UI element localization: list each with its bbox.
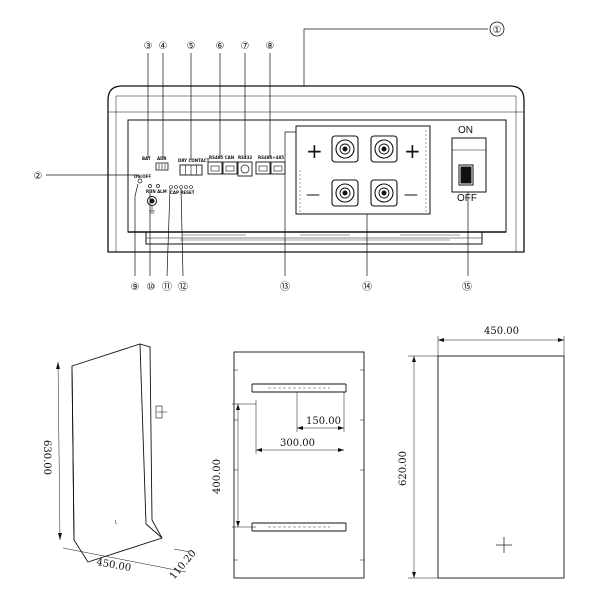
panel-labels: BAT ADR DRY CONTACT RS485 CAN RS232 RS48… [134, 155, 284, 195]
rs485-485-label: RS485+485 [258, 155, 284, 160]
callout-4: ④ [159, 41, 168, 52]
rs485-can-port-2-icon [222, 161, 238, 175]
back-bracket-view [232, 351, 365, 579]
negative-terminal-2 [370, 179, 398, 207]
rs485-can-label: RS485 CAN [209, 155, 234, 160]
minus-symbol-right: — [404, 187, 418, 203]
positive-terminal-1 [331, 135, 359, 163]
callout-5: ⑤ [187, 41, 196, 52]
svg-text:①: ① [493, 25, 502, 36]
breaker-on-label: ON [458, 125, 473, 136]
adr-dip-switch-icon [155, 162, 169, 171]
side-view [56, 343, 191, 573]
adr-label: ADR [157, 156, 167, 161]
power-terminal-panel [295, 125, 431, 215]
callout-2: ② [34, 171, 43, 182]
rs232-port-icon [237, 161, 253, 177]
bracket-small-dim: 150.00 [306, 416, 341, 427]
callout-14: ⑭ [362, 281, 372, 293]
battery-rear-view [107, 85, 525, 253]
callout-7: ⑦ [241, 41, 250, 52]
plus-symbol-right: + [404, 139, 421, 163]
bracket-vertical-dim: 400.00 [212, 459, 223, 494]
dry-contact-label: DRY CONTACT [178, 158, 210, 163]
on-off-label: ON/OFF [134, 174, 151, 179]
run-led-icon [148, 184, 152, 188]
callout-10: ⑩ [147, 282, 156, 293]
rs485-can-port-icon [207, 161, 223, 175]
callout-12: ⑫ [178, 281, 188, 293]
run-alm-label: RUN ALM [146, 189, 167, 194]
on-off-led-icon [137, 178, 143, 184]
positive-terminal-2 [370, 135, 398, 163]
rs485-port-2-icon [270, 161, 286, 175]
front-width-dim: 450.00 [484, 326, 519, 337]
batt-label: BAT [142, 156, 151, 161]
callout-15: ⑮ [462, 281, 472, 293]
breaker-off-label: OFF [457, 193, 477, 204]
rs485-port-icon [255, 161, 271, 175]
ground-screw-icon [147, 196, 157, 206]
callout-13: ⑬ [280, 281, 290, 293]
callout-8: ⑧ [266, 41, 275, 52]
alm-led-icon [156, 184, 160, 188]
side-depth-dim: 110.20 [168, 548, 199, 582]
plus-symbol-left: + [306, 139, 323, 163]
front-view [408, 336, 565, 579]
negative-terminal-1 [331, 179, 359, 207]
callout-markers: ① [489, 21, 505, 37]
minus-symbol-left: — [306, 187, 320, 203]
callout-6: ⑥ [216, 41, 225, 52]
bracket-large-dim: 300.00 [280, 438, 315, 449]
side-height-dim: 630.00 [41, 440, 52, 475]
cap-reset-label: CAP RESET [170, 190, 195, 195]
side-width-dim: 450.00 [95, 557, 131, 574]
callout-3: ③ [144, 41, 153, 52]
callout-9: ⑨ [131, 282, 140, 293]
callout-leaders [46, 28, 488, 277]
breaker-switch [451, 137, 487, 193]
callout-11: ⑪ [162, 281, 172, 293]
front-height-dim: 620.00 [398, 451, 409, 486]
callout-1: ① [489, 21, 505, 37]
